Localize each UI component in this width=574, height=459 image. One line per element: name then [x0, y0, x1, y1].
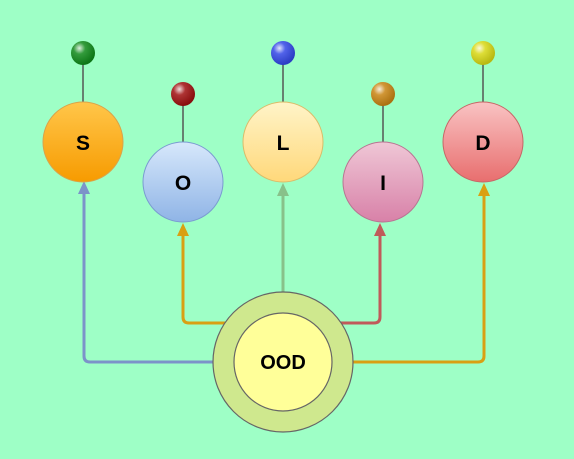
node-o-circle [142, 141, 224, 223]
solid-nodes: S O [42, 101, 524, 223]
node-s-label: S [76, 132, 90, 155]
knob-s [71, 41, 95, 65]
node-l-circle [242, 101, 324, 183]
node-l-label: L [277, 132, 290, 155]
connector-s [82, 188, 215, 364]
knob-d [471, 41, 495, 65]
node-d-circle [442, 101, 524, 183]
connector-d [353, 190, 486, 364]
node-o: O [142, 141, 224, 223]
arrowhead-l [277, 183, 289, 196]
connectors [78, 181, 490, 364]
node-l: L [242, 101, 324, 183]
arrowhead-d [478, 183, 490, 196]
knob-i [371, 82, 395, 106]
knob-o [171, 82, 195, 106]
knob-stems [82, 62, 484, 142]
center-inner-circle [233, 312, 333, 412]
arrowhead-o [177, 223, 189, 236]
connector-i [340, 230, 382, 325]
knobs [71, 41, 495, 106]
node-d: D [442, 101, 524, 183]
node-s: S [42, 101, 124, 183]
arrowhead-i [374, 223, 386, 236]
arrowhead-s [78, 181, 90, 194]
node-o-label: O [175, 172, 191, 195]
node-s-circle [42, 101, 124, 183]
center-node: OOD [212, 291, 354, 433]
connector-o [181, 230, 228, 325]
center-label: OOD [260, 352, 306, 374]
knob-l [271, 41, 295, 65]
node-i: I [342, 141, 424, 223]
node-i-label: I [380, 172, 386, 195]
node-i-circle [342, 141, 424, 223]
node-d-label: D [475, 132, 490, 155]
